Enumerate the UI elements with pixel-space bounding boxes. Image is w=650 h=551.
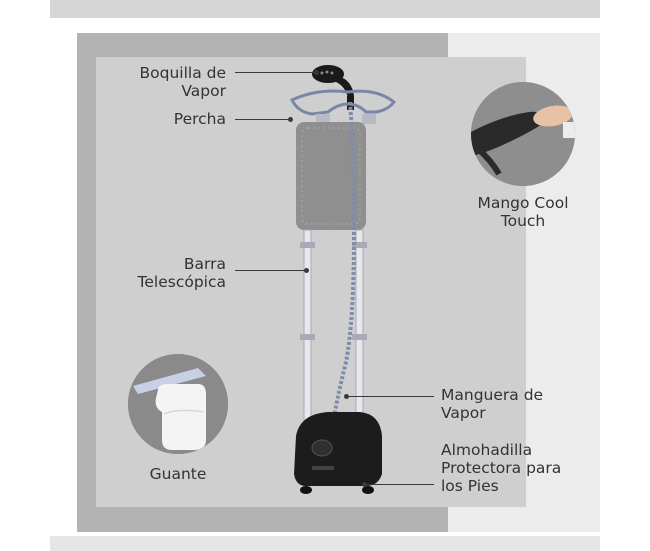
leader-hanger — [235, 117, 293, 122]
callout-foot-pad: Almohadilla Protectora para los Pies — [441, 441, 591, 495]
hanger-icon — [289, 89, 397, 124]
callout-cool-touch-handle: Mango Cool Touch — [463, 194, 583, 230]
callout-steam-nozzle-line1: Boquilla de — [139, 64, 227, 82]
callout-steam-nozzle-line2: Vapor — [181, 82, 226, 100]
callout-telescopic-bar: Barra Telescópica — [120, 255, 226, 291]
telescopic-poles-icon — [300, 229, 367, 439]
handle-icon — [471, 82, 575, 186]
callout-steam-hose-line1: Manguera de — [441, 386, 544, 404]
callout-steam-nozzle: Boquilla de Vapor — [130, 64, 227, 100]
leader-steam-hose — [344, 394, 434, 399]
glove-detail-image — [128, 354, 228, 454]
callout-glove: Guante — [149, 465, 207, 483]
top-band — [50, 0, 600, 18]
callout-cool-touch-handle-line2: Touch — [500, 212, 546, 230]
callout-foot-pad-line2: Protectora para — [441, 459, 562, 477]
callout-telescopic-bar-line1: Barra — [183, 255, 226, 273]
water-tank-base-icon — [294, 412, 382, 494]
callout-hanger: Percha — [173, 110, 226, 128]
leader-foot-pad — [362, 482, 434, 487]
callout-steam-hose: Manguera de Vapor — [441, 386, 581, 422]
callout-cool-touch-handle-line1: Mango Cool — [477, 194, 569, 212]
leader-steam-nozzle — [235, 70, 319, 75]
garment-steamer-illustration — [289, 65, 397, 494]
pressing-board-icon — [296, 122, 366, 230]
glove-icon — [128, 354, 228, 454]
callout-foot-pad-line3: los Pies — [441, 477, 499, 495]
callout-telescopic-bar-line2: Telescópica — [137, 273, 226, 291]
bottom-band — [50, 536, 600, 551]
callout-steam-hose-line2: Vapor — [441, 404, 486, 422]
callout-foot-pad-line1: Almohadilla — [441, 441, 533, 459]
leader-telescopic-bar — [235, 268, 309, 273]
steam-hose-icon — [330, 101, 357, 431]
handle-detail-image — [471, 82, 575, 186]
